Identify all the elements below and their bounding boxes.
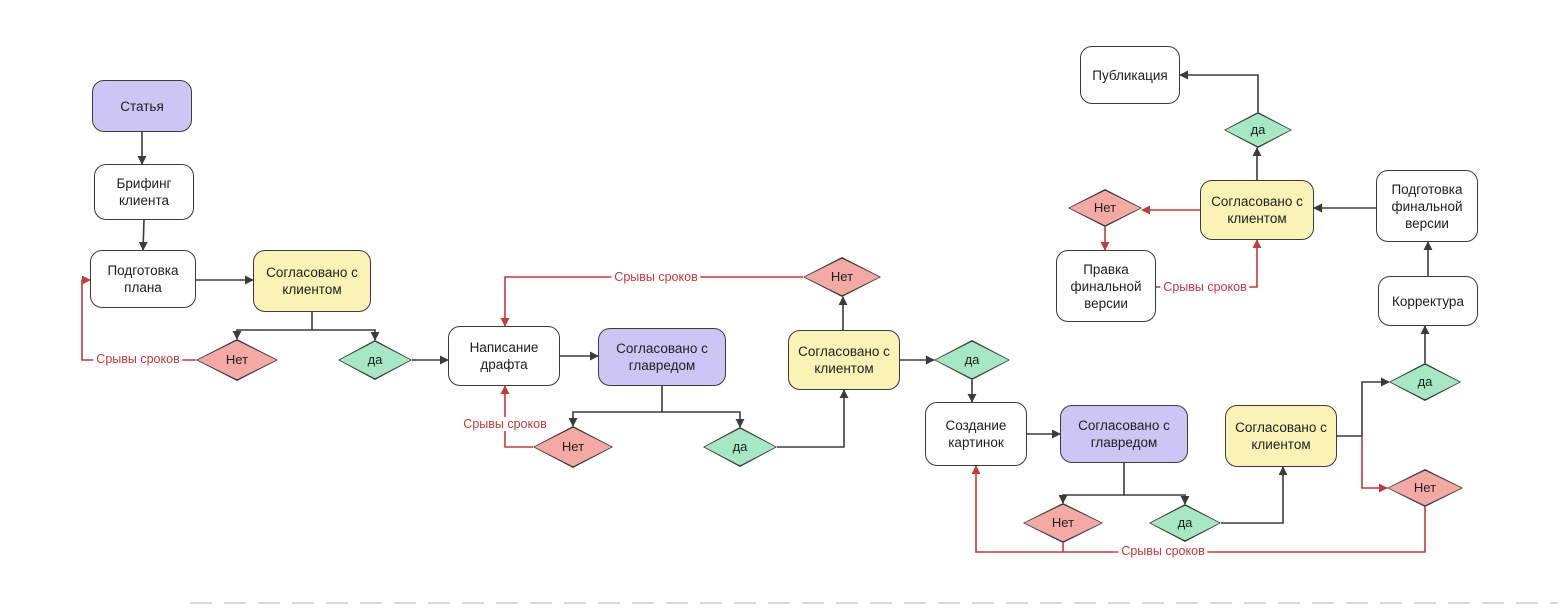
node-label: Подготовка финальной версии xyxy=(1391,181,1463,231)
node-label: Согласовано с клиентом xyxy=(1211,194,1303,226)
flow-node-image-creation: Создание картинок xyxy=(925,402,1027,466)
decision-label: Нет xyxy=(1051,514,1075,530)
edge-approval3-to-no5-fail xyxy=(1361,436,1388,493)
node-label: Публикация xyxy=(1092,67,1168,83)
decision-no-4: Нет xyxy=(1023,503,1103,543)
edge-editor1-to-no2 xyxy=(568,386,663,427)
flow-node-plan-preparation: Подготовка плана xyxy=(90,250,196,308)
edge-yes6-to-publication xyxy=(1179,70,1259,112)
node-label: Правка финальной версии xyxy=(1070,261,1142,311)
decision-no-1: Нет xyxy=(196,339,278,381)
flow-node-client-approval-2: Согласовано с клиентом xyxy=(788,330,900,390)
flow-node-publication: Публикация xyxy=(1080,46,1180,104)
node-label: Согласовано с клиентом xyxy=(266,265,358,297)
node-label: Согласовано с клиентом xyxy=(798,344,890,376)
node-label: Согласовано с главредом xyxy=(616,341,708,373)
edge-label-deadline-miss-1: Срывы сроков xyxy=(93,352,183,366)
flow-node-client-approval-3: Согласовано с клиентом xyxy=(1225,405,1337,467)
node-label: Создание картинок xyxy=(945,418,1007,450)
decision-yes-2: да xyxy=(703,427,777,467)
decision-yes-6: да xyxy=(1224,112,1292,148)
decision-label: Нет xyxy=(1413,479,1437,495)
flow-node-editor-approval-1: Согласовано с главредом xyxy=(598,328,726,386)
flow-node-editor-approval-2: Согласовано с главредом xyxy=(1060,405,1188,463)
node-label: Согласовано с главредом xyxy=(1078,418,1170,450)
decision-label: да xyxy=(1250,121,1266,137)
edge-approval1-to-no1 xyxy=(232,312,313,340)
decision-label: да xyxy=(1177,514,1193,530)
decision-no-3: Нет xyxy=(803,257,881,297)
decision-yes-3: да xyxy=(934,340,1010,380)
decision-label: да xyxy=(964,351,980,367)
edge-approval1-to-yes1 xyxy=(312,329,380,341)
decision-yes-4: да xyxy=(1149,504,1221,542)
flow-node-client-approval-4: Согласовано с клиентом xyxy=(1200,180,1314,240)
decision-no-2: Нет xyxy=(533,426,613,468)
decision-label: да xyxy=(367,351,383,367)
flow-node-client-approval-1: Согласовано с клиентом xyxy=(253,250,371,312)
edge-yes2-to-approval2 xyxy=(777,389,849,448)
decision-yes-5: да xyxy=(1389,363,1461,401)
flow-node-final-version-edit: Правка финальной версии xyxy=(1056,250,1156,322)
node-label: Согласовано с клиентом xyxy=(1235,420,1327,452)
decision-label: Нет xyxy=(561,438,585,454)
edge-label-deadline-miss-4: Срывы сроков xyxy=(1160,280,1250,294)
node-label: Подготовка плана xyxy=(107,263,179,295)
decision-label: Нет xyxy=(1093,199,1117,215)
edge-no3-to-draft-fail xyxy=(500,276,803,327)
decision-label: Нет xyxy=(225,351,249,367)
decision-no-6: Нет xyxy=(1068,189,1142,227)
flow-node-proofreading: Корректура xyxy=(1378,276,1478,326)
edge-briefing-to-plan xyxy=(138,219,148,251)
node-label: Корректура xyxy=(1392,293,1464,309)
edge-approval3-to-yes5 xyxy=(1337,377,1390,437)
edge-label-deadline-miss-5: Срывы сроков xyxy=(1118,544,1208,558)
edge-editor2-to-yes4 xyxy=(1124,494,1190,505)
decision-label: да xyxy=(732,438,748,454)
flow-node-article: Статья xyxy=(92,80,192,132)
edge-yes4-to-approval3 xyxy=(1221,466,1288,524)
flow-node-client-briefing: Брифинг клиента xyxy=(94,164,194,220)
decision-label: да xyxy=(1417,373,1433,389)
flow-node-final-version-preparation: Подготовка финальной версии xyxy=(1376,170,1478,242)
edge-label-deadline-miss-2: Срывы сроков xyxy=(460,417,550,431)
flow-node-draft-writing: Написание драфта xyxy=(448,326,560,386)
edge-editor2-to-no4 xyxy=(1058,463,1125,504)
decision-label: Нет xyxy=(830,268,854,284)
decision-no-5: Нет xyxy=(1387,469,1463,507)
node-label: Брифинг клиента xyxy=(116,176,172,208)
node-label: Написание драфта xyxy=(469,340,539,372)
edge-editor1-to-yes2 xyxy=(662,411,745,428)
edge-label-deadline-miss-3: Срывы сроков xyxy=(611,270,701,284)
node-label: Статья xyxy=(120,98,164,114)
decision-yes-1: да xyxy=(338,340,412,380)
